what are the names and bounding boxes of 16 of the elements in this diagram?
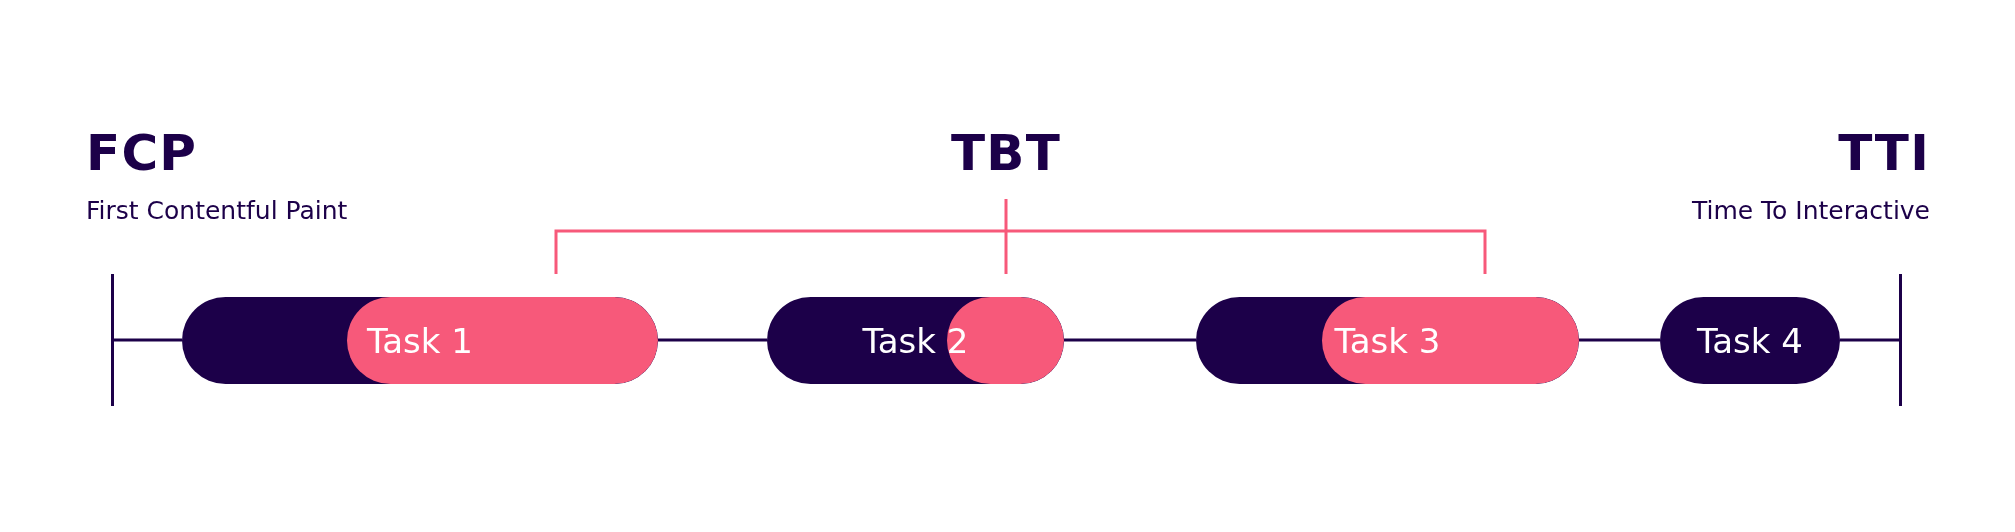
task-label: Task 4 xyxy=(1697,323,1803,358)
milestone-heading: FCP xyxy=(86,128,198,178)
milestone-heading: TBT xyxy=(950,128,1062,178)
timeline-marker xyxy=(111,274,114,406)
milestone-description: Time To Interactive xyxy=(1691,198,1930,223)
timeline-line xyxy=(1840,338,1899,342)
timeline-marker xyxy=(1899,274,1902,406)
milestone-heading: TTI xyxy=(1838,128,1930,178)
task-label: Task 3 xyxy=(1334,323,1441,358)
timeline-line xyxy=(114,338,182,342)
task-label: Task 1 xyxy=(367,323,473,358)
timeline-line xyxy=(1579,338,1660,342)
task-label: Task 2 xyxy=(862,323,969,358)
milestone-description: First Contentful Paint xyxy=(86,198,348,223)
timeline-line xyxy=(658,338,767,342)
timeline-line xyxy=(1064,338,1196,342)
